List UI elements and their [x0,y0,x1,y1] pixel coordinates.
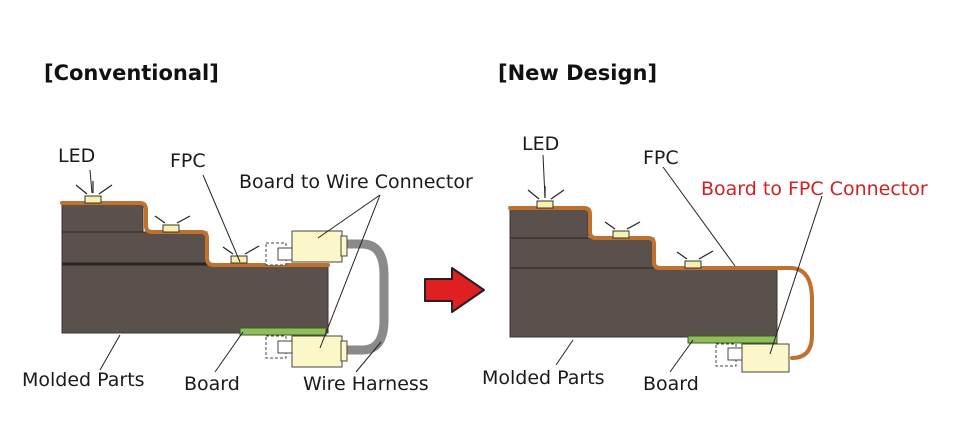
leader-line [769,195,823,355]
label-fpc: FPC [170,150,206,172]
leader-line [319,194,381,349]
label-board-to-fpc-connector: Board to FPC Connector [701,178,928,200]
new-design-panel: [New Design] [482,61,928,395]
board-left [239,327,327,336]
label-board-to-wire-connector: Board to Wire Connector [239,171,473,193]
conventional-panel: [Conventional] [22,61,473,395]
label-fpc: FPC [643,147,679,169]
leader-line [214,331,244,373]
label-led: LED [58,145,95,167]
board-to-fpc-connector [715,343,790,373]
label-wire-harness: Wire Harness [303,373,429,395]
label-molded-parts: Molded Parts [482,367,605,389]
leader-line [317,194,381,239]
leader-line [355,341,382,373]
board-right [687,335,778,344]
leader-line [202,174,241,263]
wire-harness [340,239,389,355]
led-icon [154,215,191,233]
led-icon [75,181,113,204]
arrow-right-icon [424,267,485,313]
label-molded-parts: Molded Parts [22,369,145,391]
leader-line [669,339,694,373]
molded-parts-left [61,202,329,334]
leader-line [542,154,546,199]
led-icon [222,245,260,264]
led-icon [676,250,714,269]
label-board: Board [643,373,699,395]
conventional-title: [Conventional] [44,61,219,85]
leader-line [89,169,93,194]
label-board: Board [184,373,240,395]
new-design-title: [New Design] [498,61,657,85]
leader-line [662,166,736,267]
led-icon [604,221,641,239]
molded-parts-right [509,207,778,338]
board-to-wire-connector-bottom [265,335,348,368]
board-to-wire-connector-top [265,230,348,266]
leader-line [555,339,574,366]
leader-line [99,334,121,371]
label-led: LED [522,133,559,155]
fpc-right [508,206,814,360]
led-icon [527,186,565,209]
